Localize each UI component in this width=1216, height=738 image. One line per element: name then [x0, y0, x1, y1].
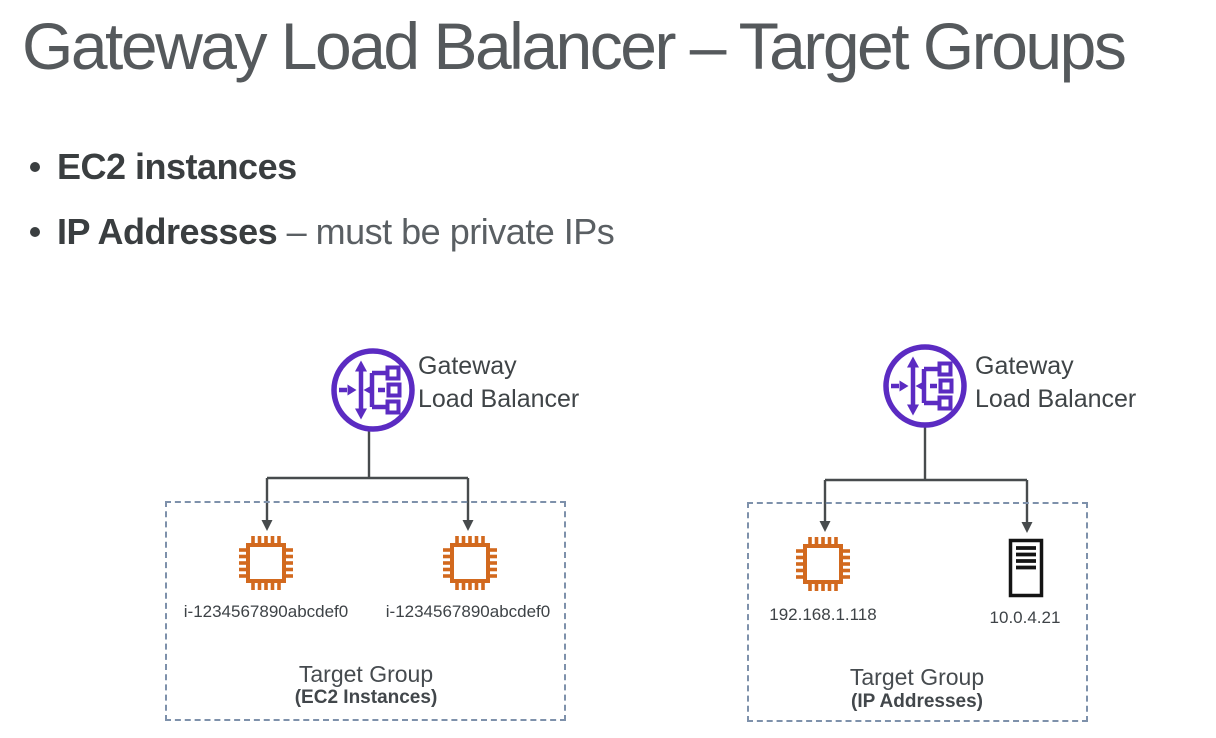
load-balancer-label-line1: Gateway — [975, 352, 1074, 380]
target-group-box-ip — [747, 502, 1088, 722]
target-group-subtitle: (IP Addresses) — [851, 691, 983, 712]
ec2-instance-icon — [237, 534, 295, 597]
bullet-item-ec2-instances: EC2 instances — [30, 146, 297, 188]
bullet-emphasis: IP Addresses — [57, 211, 278, 252]
load-balancer-label: Gateway Load Balancer — [418, 350, 579, 416]
target-group-subtitle: (EC2 Instances) — [294, 687, 438, 708]
bullet-detail: – must be private IPs — [277, 211, 615, 252]
bullet-item-ip-addresses: IP Addresses – must be private IPs — [30, 211, 615, 253]
target-label: 10.0.4.21 — [989, 608, 1061, 627]
ec2-instance-icon — [441, 534, 499, 597]
bullet-emphasis: EC2 instances — [57, 146, 297, 187]
gateway-load-balancer-icon — [330, 347, 416, 438]
target-label: i-1234567890abcdef0 — [183, 602, 349, 621]
load-balancer-label-line1: Gateway — [418, 352, 517, 380]
load-balancer-label-line2: Load Balancer — [975, 385, 1137, 413]
page-title: Gateway Load Balancer – Target Groups — [22, 9, 1127, 83]
server-icon — [1008, 538, 1044, 603]
load-balancer-label-line2: Load Balancer — [418, 385, 580, 413]
target-label: 192.168.1.118 — [769, 605, 877, 624]
bullet-dot — [30, 227, 40, 237]
gateway-load-balancer-icon — [882, 343, 968, 434]
target-group-title: Target Group — [849, 664, 985, 690]
target-group-title: Target Group — [298, 661, 434, 687]
target-group-box-ec2 — [165, 501, 566, 721]
load-balancer-label: Gateway Load Balancer — [975, 350, 1136, 416]
ec2-instance-icon — [794, 535, 852, 598]
target-label: i-1234567890abcdef0 — [385, 602, 551, 621]
bullet-dot — [30, 162, 40, 172]
